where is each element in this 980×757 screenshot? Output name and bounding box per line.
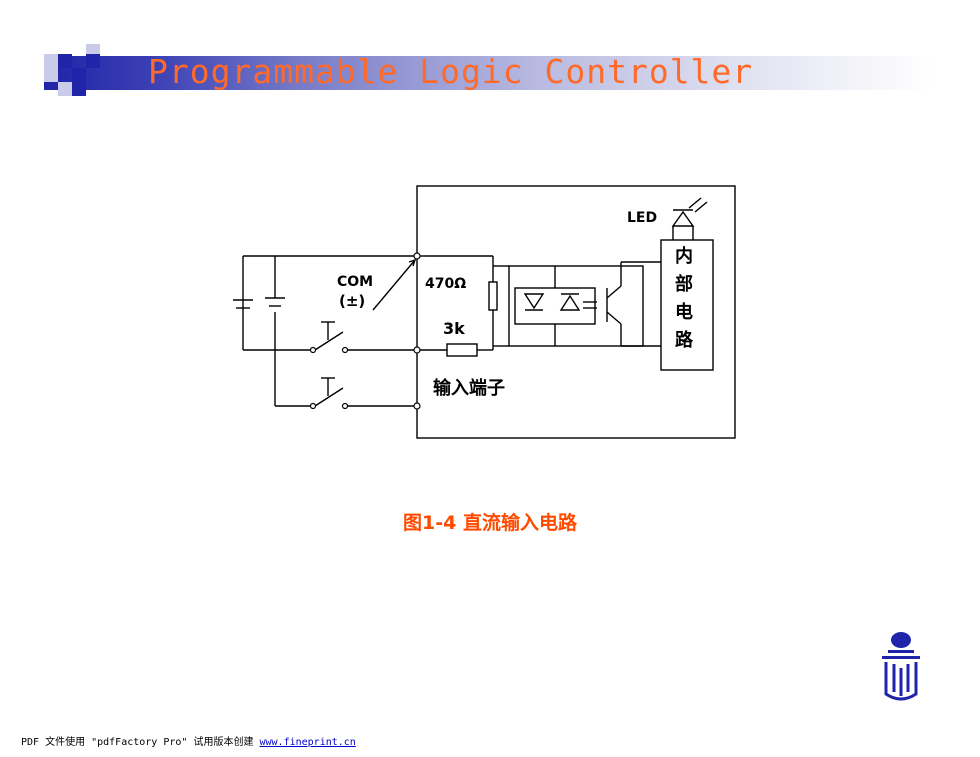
figure-caption: 图1-4 直流输入电路 — [403, 512, 577, 534]
com-sign-label: (±) — [339, 292, 365, 310]
footer-link[interactable]: www.fineprint.cn — [259, 737, 356, 748]
dc-input-circuit-diagram: LED COM (±) 470Ω 3k 内 部 电 路 输入端子 — [233, 185, 736, 439]
page-title: Programmable Logic Controller — [148, 52, 754, 91]
resistor-3k-label: 3k — [443, 319, 465, 338]
com-label: COM — [337, 274, 373, 290]
logo-squares — [44, 44, 114, 104]
internal-circuit-label-4: 路 — [675, 329, 694, 351]
plc-module-box — [416, 185, 736, 439]
resistor-470-label: 470Ω — [425, 276, 466, 292]
pdf-footer: PDF 文件使用 "pdfFactory Pro" 试用版本创建 www.fin… — [21, 733, 356, 748]
university-logo — [882, 632, 920, 701]
footer-text: PDF 文件使用 "pdfFactory Pro" 试用版本创建 — [21, 737, 254, 748]
title-bar — [44, 56, 934, 90]
internal-circuit-label-3: 电 — [675, 301, 693, 323]
internal-circuit-label-1: 内 — [675, 245, 693, 267]
input-terminal-label: 输入端子 — [433, 377, 505, 399]
internal-circuit-label-2: 部 — [675, 273, 693, 295]
led-label: LED — [627, 210, 657, 226]
